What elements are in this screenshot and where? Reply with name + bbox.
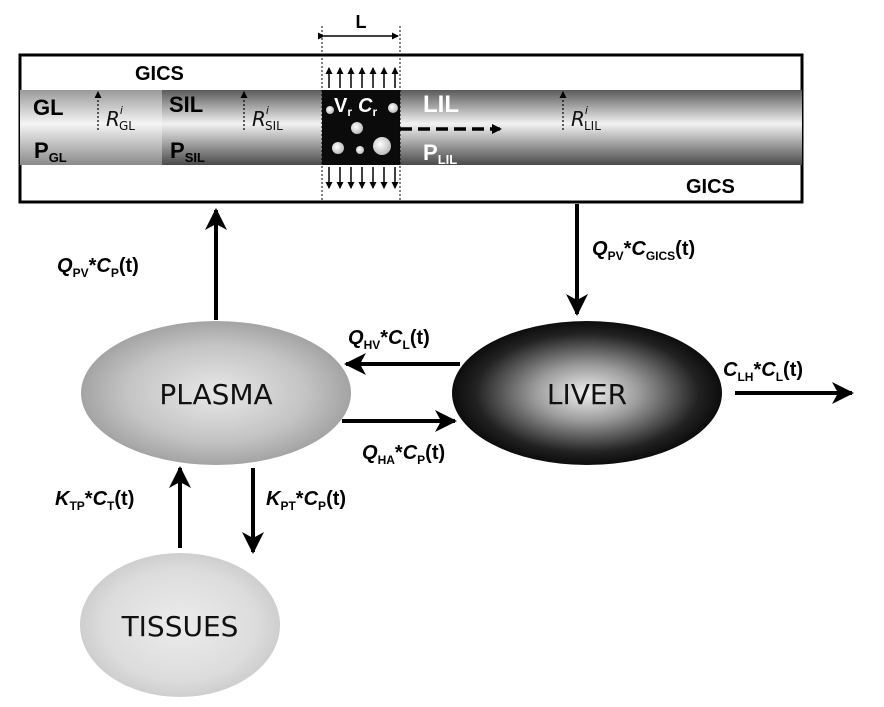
- flow-label-liver-to-plasma: QHV*CL(t): [348, 327, 430, 352]
- flow-label-plasma-to-gics: QPV*CP(t): [57, 255, 139, 280]
- plasma-label: PLASMA: [159, 378, 272, 411]
- lil-segment: [400, 90, 802, 165]
- flow-label-tissue-to-plasma: KTP*CT(t): [55, 488, 134, 513]
- plasma-node: [81, 321, 351, 465]
- window-particles: [326, 103, 398, 155]
- gl-segment: [20, 90, 162, 165]
- liver-node: [452, 321, 722, 465]
- perm-gl: PGL: [34, 138, 67, 165]
- flow-label-plasma-to-tissue: KPT*CP(t): [266, 488, 346, 513]
- gl-label: GL: [33, 95, 64, 120]
- liver-label: LIVER: [547, 378, 627, 411]
- gics-bottom-label: GICS: [686, 176, 735, 198]
- lil-label: LIL: [423, 91, 459, 118]
- tissues-node: [80, 553, 280, 697]
- gics-top-label: GICS: [135, 63, 184, 85]
- perm-lil: PLIL: [423, 140, 457, 167]
- length-indicator: L: [318, 12, 401, 200]
- length-label: L: [356, 12, 367, 32]
- sil-label: SIL: [169, 92, 203, 117]
- flow-label-liver-clearance: CLH*CL(t): [723, 359, 803, 384]
- flow-label-gics-to-liver: QPV*CGICS(t): [592, 238, 695, 263]
- perm-sil: PSIL: [170, 138, 205, 165]
- window-efflux-arrows: [325, 67, 399, 88]
- flow-label-plasma-to-liver: QHA*CP(t): [362, 442, 445, 467]
- window-influx-arrows: [325, 167, 399, 189]
- tissues-label: TISSUES: [121, 610, 239, 643]
- sil-segment: [162, 90, 322, 165]
